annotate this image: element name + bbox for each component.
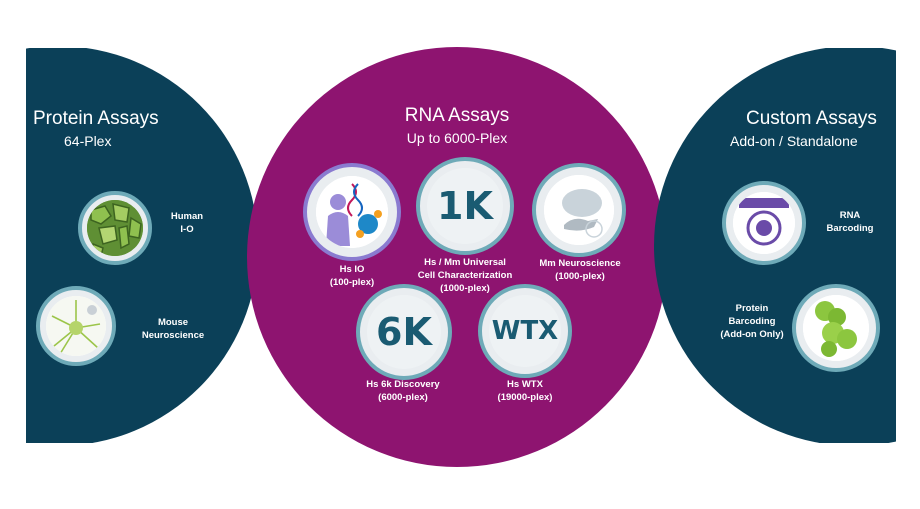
rna-neuro-line1: Mm Neuroscience	[539, 258, 621, 269]
rna-1k-badge-text: 1K	[437, 184, 493, 228]
protein-title: Protein Assays	[33, 108, 159, 129]
protein-subtitle: 64-Plex	[64, 133, 112, 149]
custom-title: Custom Assays	[746, 108, 877, 129]
rna-io-panel-icon	[303, 163, 401, 261]
protein-io-line2: I-O	[180, 224, 194, 235]
rna-wtx-badge-text: WTX	[491, 316, 559, 346]
rna-wtx-line1: Hs WTX	[507, 379, 543, 390]
rna-io-line2: (100-plex)	[329, 277, 375, 288]
rna-6k-panel-icon: 6K	[356, 284, 452, 380]
rna-1k-line3: (1000-plex)	[440, 283, 490, 294]
protein-io-label: Human I-O	[162, 210, 212, 236]
protein-io-line1: Human	[170, 211, 204, 222]
rna-1k-line2: Cell Characterization	[417, 270, 513, 281]
rna-1k-label: Hs / Mm Universal Cell Characterization …	[395, 256, 535, 295]
protein-barcoding-line1: Protein	[735, 303, 769, 314]
rna-neuro-line2: (1000-plex)	[555, 271, 605, 282]
protein-barcoding-label: Protein Barcoding (Add-on Only)	[712, 302, 792, 341]
rna-subtitle: Up to 6000-Plex	[406, 130, 508, 146]
rna-barcoding-line1: RNA	[839, 210, 861, 221]
protein-barcoding-icon	[792, 284, 880, 372]
rna-6k-label: Hs 6k Discovery (6000-plex)	[347, 378, 459, 404]
rna-barcoding-label: RNA Barcoding	[820, 209, 880, 235]
rna-wtx-label: Hs WTX (19000-plex)	[475, 378, 575, 404]
protein-barcoding-line2: Barcoding	[728, 316, 776, 327]
rna-io-label: Hs IO (100-plex)	[317, 263, 387, 289]
rna-title: RNA Assays	[404, 105, 510, 126]
rna-wtx-line2: (19000-plex)	[497, 392, 553, 403]
custom-subtitle: Add-on / Standalone	[730, 133, 858, 149]
protein-neuro-label: Mouse Neuroscience	[132, 316, 214, 342]
rna-neuro-label: Mm Neuroscience (1000-plex)	[535, 257, 625, 283]
rna-6k-badge-text: 6K	[376, 310, 432, 354]
rna-6k-line1: Hs 6k Discovery	[366, 379, 440, 390]
protein-io-panel-icon	[78, 191, 152, 265]
protein-neuro-panel-icon	[36, 286, 116, 366]
rna-assays-circle: RNA Assays Up to 6000-Plex Hs IO (100-pl…	[247, 47, 667, 467]
rna-io-line1: Hs IO	[339, 264, 365, 275]
rna-barcoding-icon	[722, 181, 806, 265]
rna-1k-line1: Hs / Mm Universal	[424, 257, 506, 268]
rna-6k-line2: (6000-plex)	[378, 392, 428, 403]
protein-barcoding-line3: (Add-on Only)	[720, 329, 784, 340]
rna-wtx-panel-icon: WTX	[478, 284, 572, 378]
protein-neuro-line1: Mouse	[157, 317, 189, 328]
protein-neuro-line2: Neuroscience	[141, 330, 205, 341]
rna-barcoding-line2: Barcoding	[826, 223, 874, 234]
rna-neuro-panel-icon	[532, 163, 626, 257]
rna-1k-panel-icon: 1K	[416, 157, 514, 255]
custom-assays-panel: Custom Assays Add-on / Standalone RNA Ba…	[654, 48, 896, 443]
protein-assays-panel: Protein Assays 64-Plex Human I-O	[26, 48, 258, 443]
